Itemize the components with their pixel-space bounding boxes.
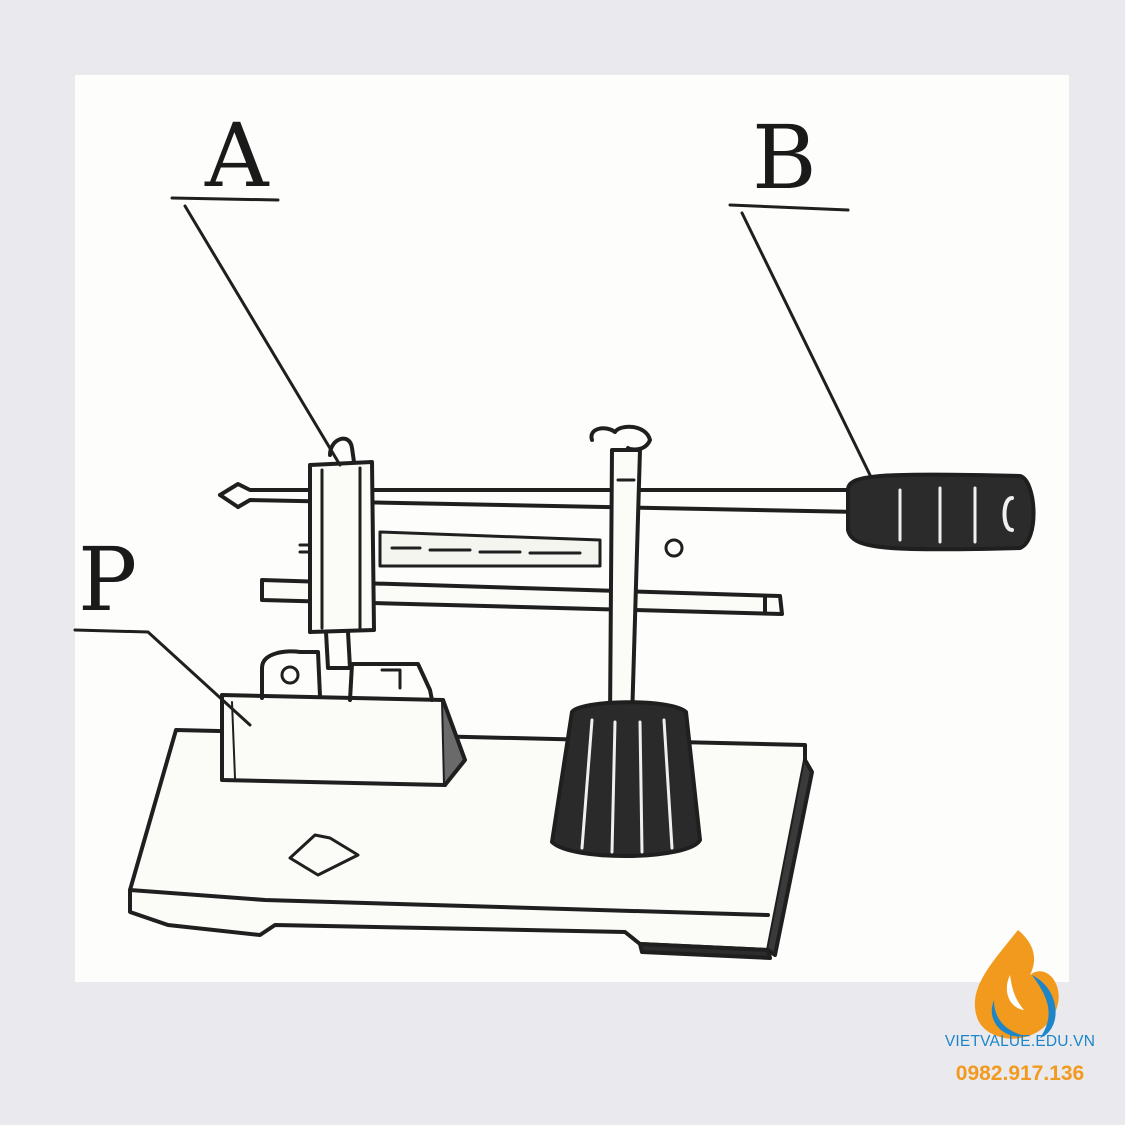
- label-a: A: [204, 104, 270, 207]
- upper-rod: [218, 482, 862, 568]
- cylinder-weight-b: [846, 472, 1036, 552]
- flame-logo-icon: [974, 930, 1059, 1039]
- leader-lines: [73, 196, 872, 727]
- carrier-a: [298, 436, 376, 670]
- label-b: B: [752, 106, 817, 209]
- label-p: P: [78, 528, 137, 631]
- support-stand: [589, 424, 684, 722]
- magnet-block-p: [220, 649, 467, 787]
- brand-phone: 0982.917.136: [955, 1062, 1085, 1085]
- knurled-weight: [550, 700, 702, 859]
- brand-name: VIETVALUE.EDU.VN: [944, 1033, 1096, 1050]
- lower-rod: [260, 578, 784, 616]
